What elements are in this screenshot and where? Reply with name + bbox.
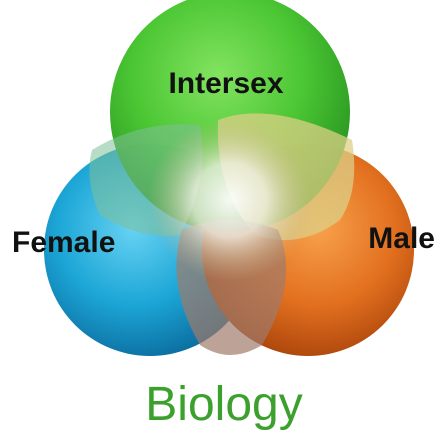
male-label: Male bbox=[368, 222, 435, 255]
diagram-title: Biology bbox=[145, 378, 302, 431]
female-label: Female bbox=[12, 226, 115, 259]
intersex-label: Intersex bbox=[168, 67, 283, 100]
center-overlap bbox=[148, 118, 312, 282]
